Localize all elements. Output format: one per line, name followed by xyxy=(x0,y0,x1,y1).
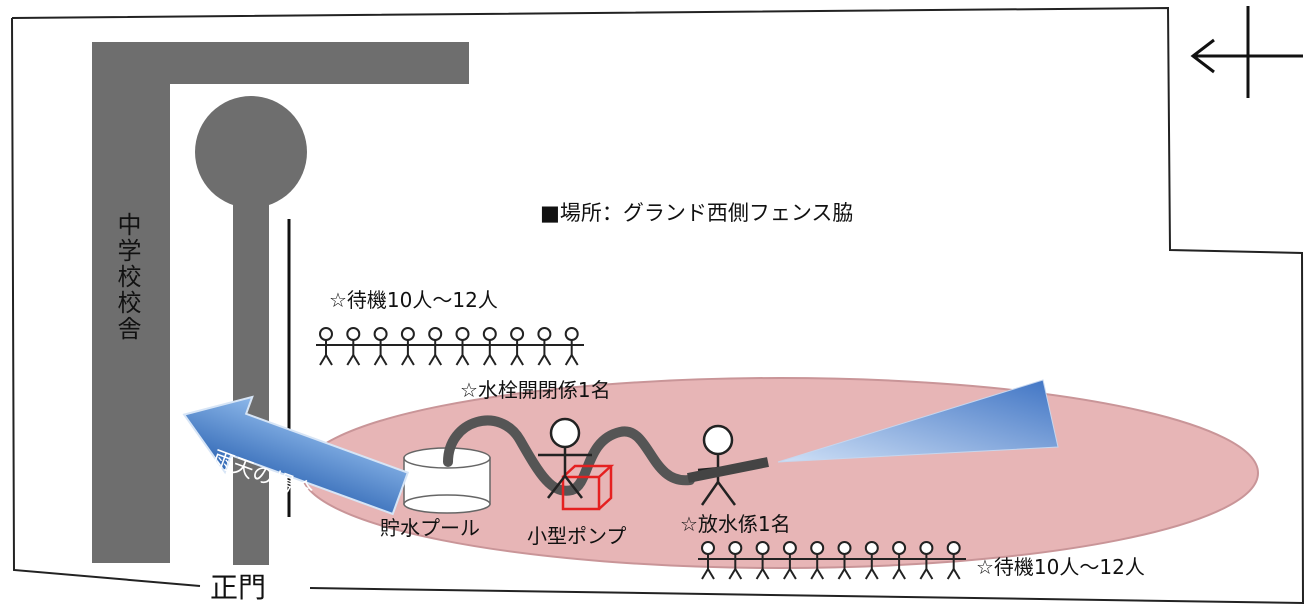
hydrant-operator-figure xyxy=(538,417,592,499)
roundabout xyxy=(195,96,307,208)
standby-person-icon xyxy=(370,327,391,366)
standby-crowd-top xyxy=(316,327,584,366)
standby-person-icon xyxy=(534,327,555,366)
nozzle-operator-label: ☆放水係1名 xyxy=(680,512,791,536)
entrance-path xyxy=(233,195,269,565)
standby-top-label: ☆待機10人～12人 xyxy=(329,288,498,312)
standby-crowd-bottom xyxy=(698,541,966,580)
school-building-label: 中学校校舎 xyxy=(113,212,141,342)
standby-person-icon xyxy=(507,327,528,366)
water-spray xyxy=(777,379,1059,463)
main-gate-label: 正門 xyxy=(210,571,267,604)
hose xyxy=(443,415,695,496)
standby-person-icon xyxy=(343,327,364,366)
location-title: ■場所：グランド西側フェンス脇 xyxy=(540,201,854,225)
rain-case-arrow xyxy=(182,395,410,516)
small-pump-icon xyxy=(561,464,615,511)
small-pump-label: 小型ポンプ xyxy=(527,524,627,548)
standby-person-icon xyxy=(452,327,473,366)
nozzle-pipe xyxy=(687,457,769,483)
standby-person-icon xyxy=(561,327,582,366)
north-arrow-icon xyxy=(1190,6,1303,98)
standby-person-icon xyxy=(397,327,418,366)
site-boundary xyxy=(11,6,1305,605)
nozzle-operator-figure xyxy=(697,424,743,506)
standby-person-icon xyxy=(425,327,446,366)
school-building xyxy=(92,42,469,563)
standby-person-icon xyxy=(316,327,336,366)
hydrant-operator-label: ☆水栓開閉係1名 xyxy=(460,378,611,402)
standby-bottom-label: ☆待機10人～12人 xyxy=(976,555,1145,579)
standby-person-icon xyxy=(479,327,500,366)
water-pool-label: 貯水プール xyxy=(380,516,480,540)
